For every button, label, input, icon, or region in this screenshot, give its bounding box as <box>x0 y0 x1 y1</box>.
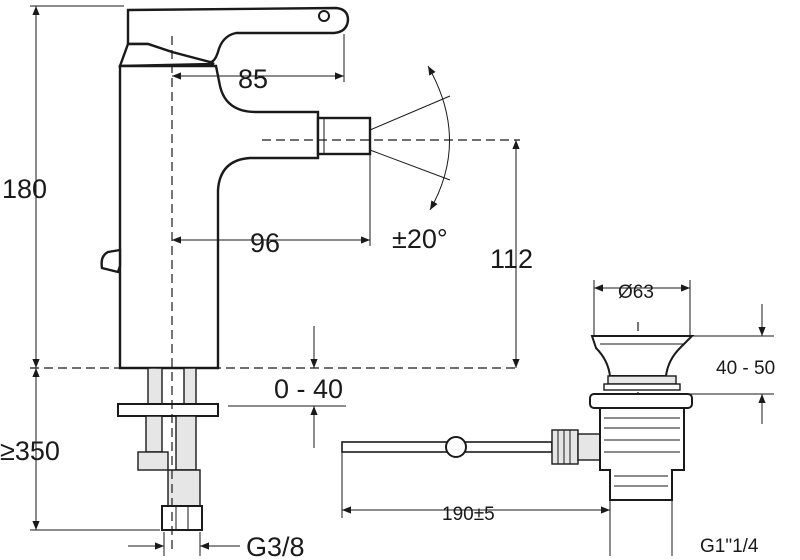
label-rod-length: 190±5 <box>442 504 495 525</box>
waste-assembly <box>341 335 695 501</box>
rod-nut <box>551 429 579 465</box>
label-hose-length: ≥350 <box>0 436 60 466</box>
shank-right <box>183 367 197 407</box>
mounting-plate <box>117 403 219 417</box>
hose-right <box>167 469 201 507</box>
waste-body <box>599 407 685 501</box>
lever-dot <box>318 10 330 22</box>
popup-knob <box>100 248 122 274</box>
label-height-total: 180 <box>2 174 47 204</box>
label-inlet-thread: G3/8 <box>246 532 305 560</box>
dimension-lines <box>30 5 774 556</box>
aerator <box>316 116 372 156</box>
hose-left <box>145 415 163 453</box>
hose-nut <box>161 505 203 531</box>
label-deck-thickness: 0 - 40 <box>274 374 343 404</box>
rod-ball <box>445 436 467 458</box>
label-waste-diameter: Ø63 <box>618 282 654 303</box>
waste-nut <box>589 393 693 409</box>
plug-flange <box>590 335 695 377</box>
shank-left <box>147 367 163 407</box>
body-outline <box>118 64 320 370</box>
label-lever-reach: 85 <box>238 64 268 94</box>
label-swivel-angle: ±20° <box>392 224 448 254</box>
label-spout-reach: 96 <box>250 228 280 258</box>
label-waste-thread: G1"1/4 <box>700 536 759 557</box>
label-spout-height: 112 <box>490 244 533 274</box>
label-plug-height: 40 - 50 <box>716 358 775 379</box>
faucet-body <box>100 6 372 531</box>
